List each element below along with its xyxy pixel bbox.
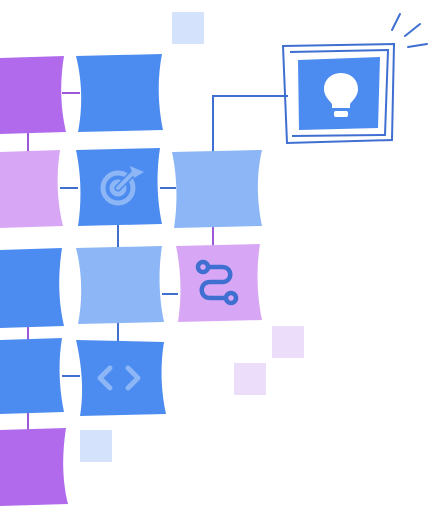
tile-code — [76, 340, 166, 416]
deco-square-top — [172, 12, 204, 44]
sparkle-lines-icon — [391, 13, 428, 48]
deco-square-right-upper — [272, 326, 304, 358]
code-brackets-icon — [97, 365, 141, 391]
tile-blue-top — [76, 54, 163, 132]
route-icon — [195, 259, 239, 306]
connector-to-lightbulb — [212, 95, 288, 154]
tile-blue-left-low — [0, 338, 64, 414]
tile-purple-top-left — [0, 56, 66, 134]
lightbulb-icon — [324, 73, 358, 117]
target-icon — [100, 166, 144, 206]
connector-lines — [27, 92, 288, 430]
deco-square-right-lower — [234, 363, 266, 395]
deco-square-bottom — [80, 430, 112, 462]
tile-blue-light-mid — [76, 246, 164, 324]
tile-purple-bottom-left — [0, 428, 68, 506]
lightbulb-frame — [281, 42, 396, 145]
tile-blue-light-right — [172, 150, 262, 228]
tile-purple-light-left — [0, 150, 63, 228]
tile-blue-left-mid — [0, 248, 64, 328]
